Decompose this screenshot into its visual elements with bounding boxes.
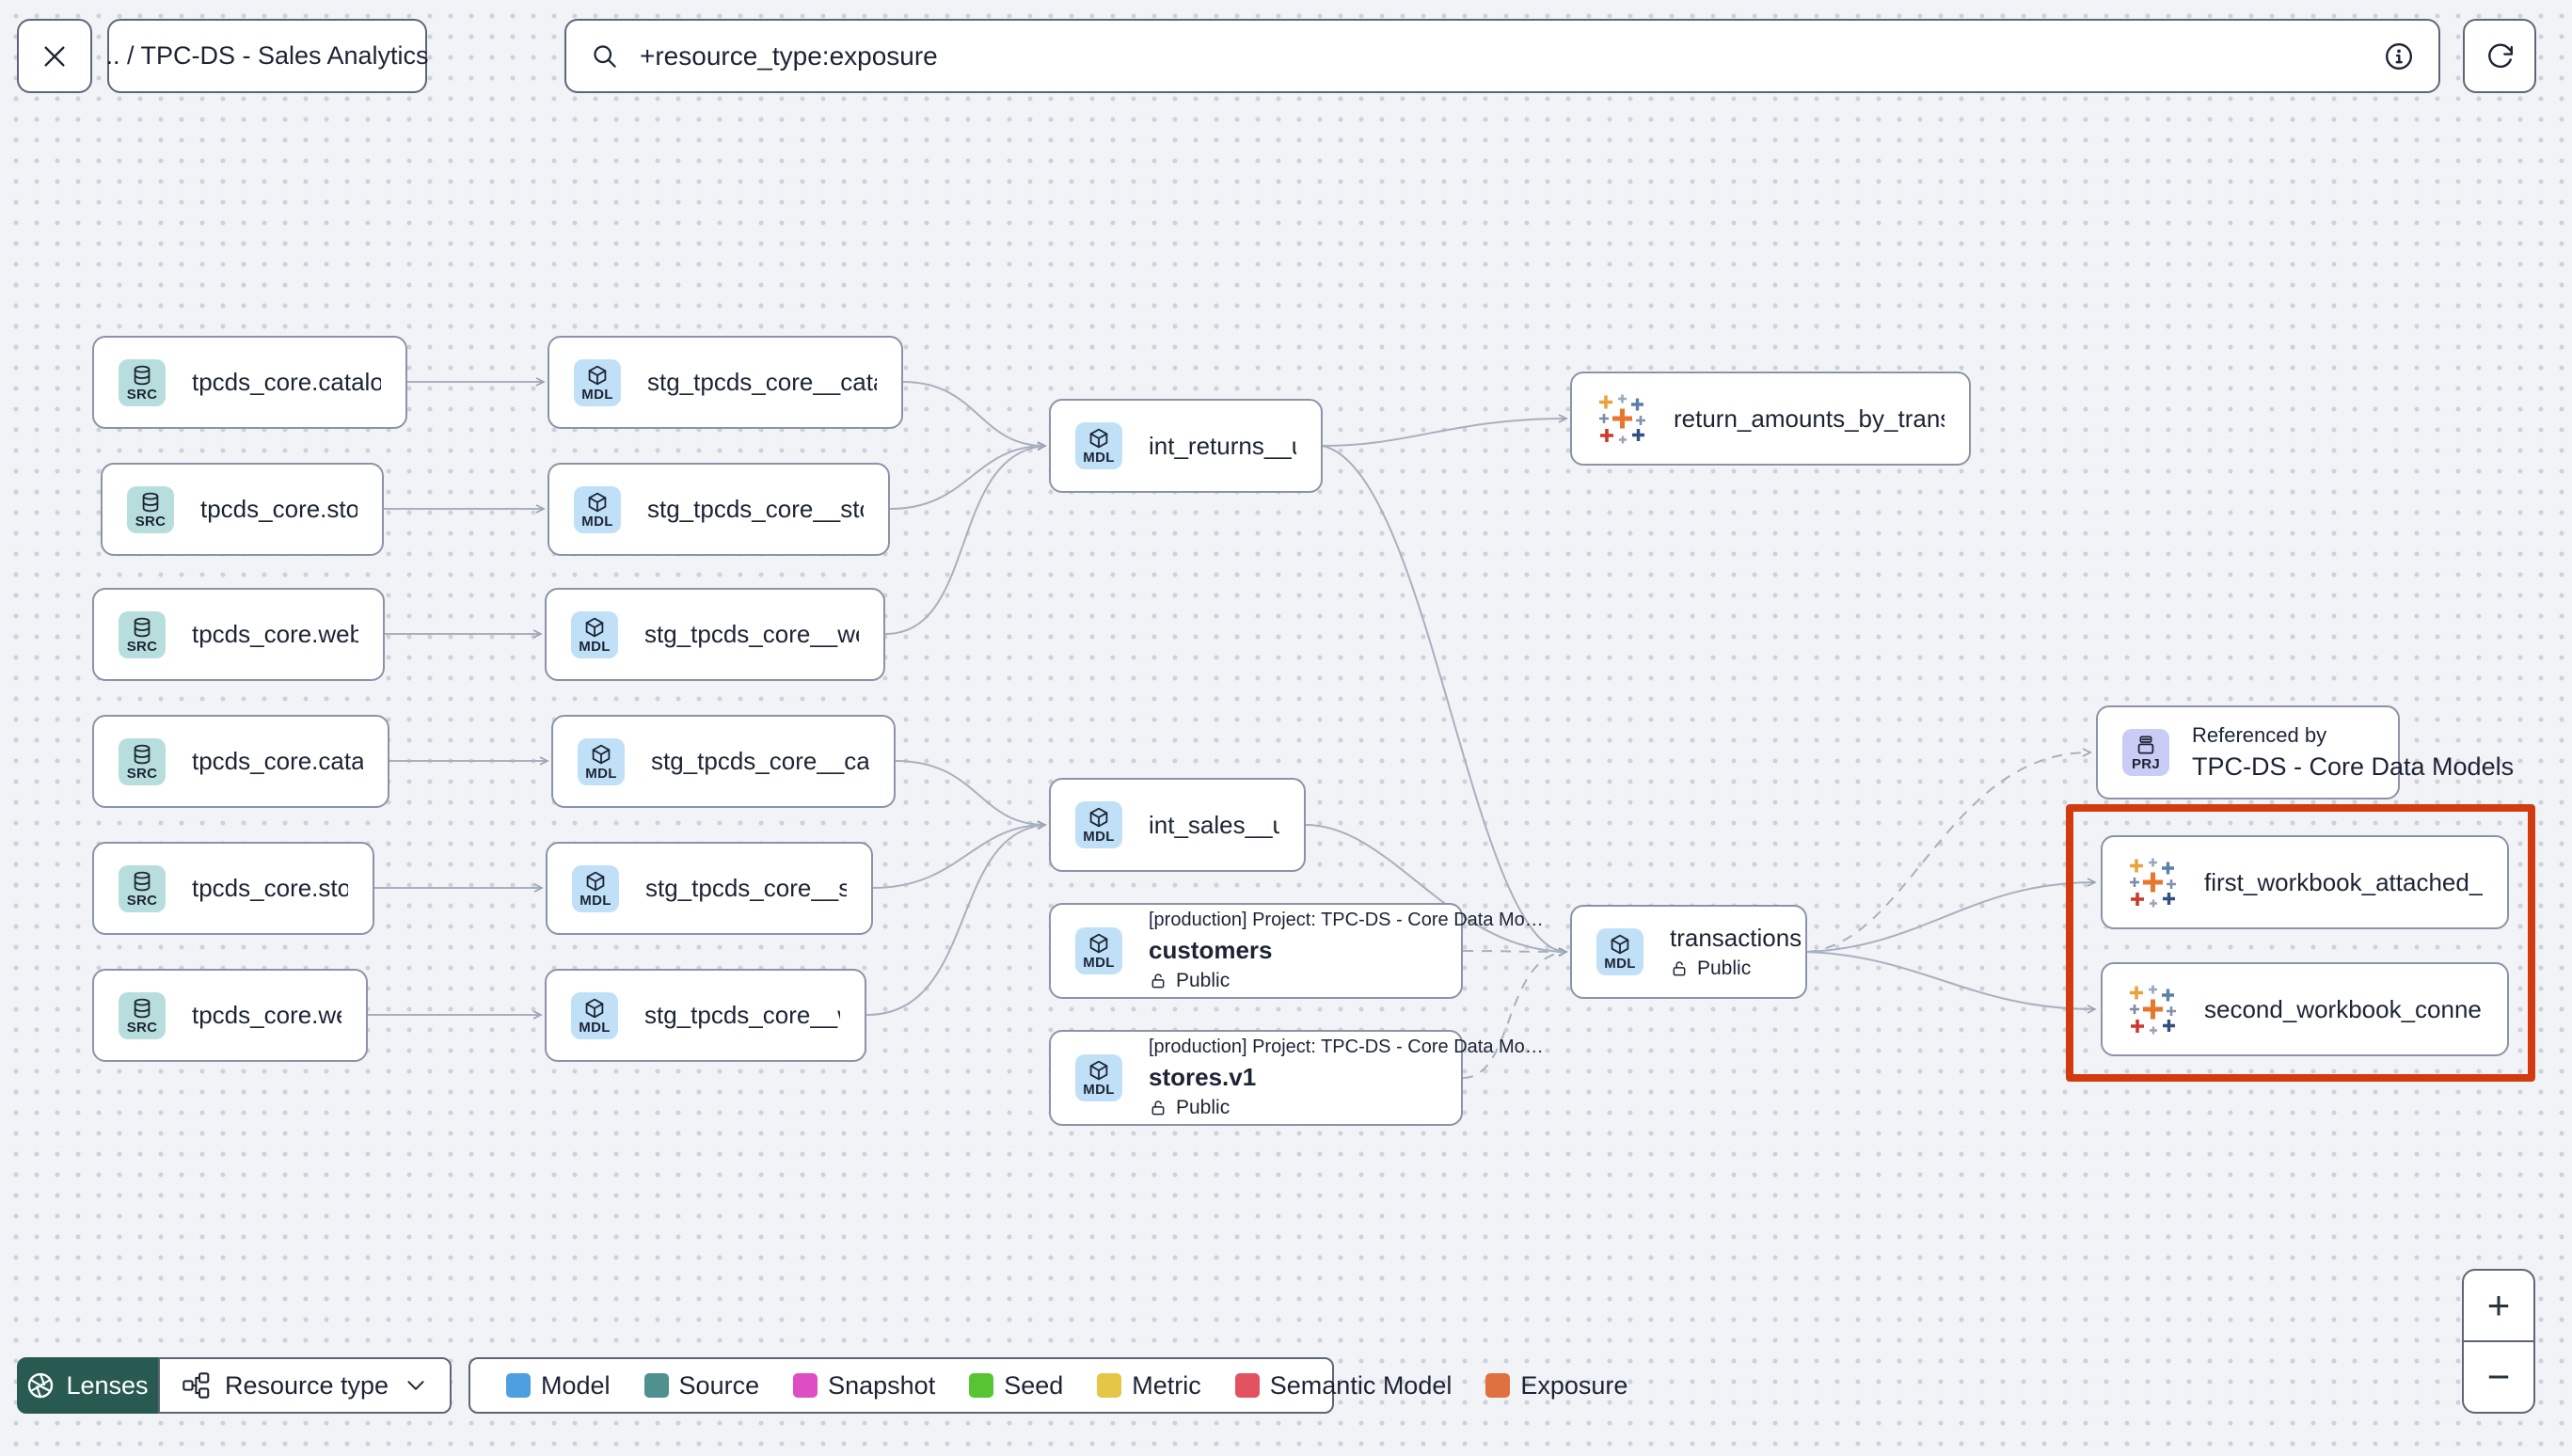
zoom-controls: + − [2462, 1269, 2535, 1414]
refresh-button[interactable] [2463, 19, 2536, 93]
node-stg_tpcds_core__catalog_returns[interactable]: MDL stg_tpcds_core__catalog_returns [548, 336, 903, 429]
snapshot-swatch [793, 1373, 818, 1398]
aperture-icon [26, 1371, 55, 1400]
node-stg_tpcds_core__catalog_sales[interactable]: MDL stg_tpcds_core__catalog_sales [551, 715, 896, 808]
node-int_sales__unioned[interactable]: MDL int_sales__unioned [1049, 778, 1306, 872]
node-stg_tpcds_core__store_sales[interactable]: MDL stg_tpcds_core__store_sales [546, 842, 873, 935]
node-transactions[interactable]: MDL transactions Public [1570, 905, 1807, 999]
source-icon: SRC [119, 864, 166, 912]
model-icon: MDL [1075, 422, 1122, 469]
exposure-swatch [1485, 1373, 1511, 1398]
legend-item-model: Model [506, 1371, 611, 1401]
model-icon: MDL [571, 610, 618, 658]
source-icon: SRC [127, 485, 174, 533]
node-int_returns__unioned[interactable]: MDL int_returns__unioned [1049, 399, 1323, 493]
node-first_workbook[interactable]: first_workbook_attached_to_tpc-ds_-_… [2101, 835, 2509, 929]
minus-icon: − [2486, 1354, 2511, 1399]
search-bar [564, 19, 2440, 93]
source-icon: SRC [119, 991, 166, 1039]
tableau-exposure-icon [2127, 984, 2178, 1035]
model-icon: MDL [574, 358, 621, 406]
seed-swatch [969, 1373, 994, 1398]
node-referenced-by-tpc-ds-core-data-models[interactable]: PRJ Referenced by TPC-DS - Core Data Mod… [2096, 705, 2514, 799]
node-tpcds_core-catalog_sales[interactable]: SRC tpcds_core.catalog_sales [92, 715, 389, 808]
model-icon: MDL [572, 864, 619, 912]
project-context-label: [production] Project: TPC-DS - Core Data… [1149, 1037, 1544, 1057]
node-return_amounts_by_transaction_type[interactable]: return_amounts_by_transaction_type [1570, 372, 1971, 466]
lenses-button[interactable]: Lenses [17, 1357, 158, 1414]
project-icon: PRJ [2122, 729, 2169, 776]
model-icon: MDL [1075, 927, 1122, 974]
visibility-badge: Public [1670, 957, 1781, 980]
node-stores-v1[interactable]: MDL [production] Project: TPC-DS - Core … [1049, 1030, 1544, 1126]
referenced-by-label: Referenced by [2192, 723, 2327, 747]
node-tpcds_core-web_sales[interactable]: SRC tpcds_core.web_sales [92, 969, 368, 1062]
source-swatch [643, 1373, 669, 1398]
project-context-label: [production] Project: TPC-DS - Core Data… [1149, 910, 1544, 930]
semantic-model-swatch [1234, 1373, 1260, 1398]
source-icon: SRC [119, 610, 166, 658]
node-tpcds_core-web_returns[interactable]: SRC tpcds_core.web_returns [92, 588, 385, 681]
legend: Model Source Snapshot Seed Metric Semant… [468, 1357, 1627, 1414]
source-icon: SRC [119, 358, 166, 406]
zoom-in-button[interactable]: + [2464, 1271, 2533, 1340]
resource-type-dropdown[interactable]: Resource type [158, 1357, 452, 1414]
tableau-exposure-icon [2127, 857, 2178, 908]
source-icon: SRC [119, 737, 166, 785]
legend-item-semantic-model: Semantic Model [1234, 1371, 1452, 1401]
node-tpcds_core-store_returns[interactable]: SRC tpcds_core.store_returns [101, 463, 384, 556]
node-stg_tpcds_core__store_returns[interactable]: MDL stg_tpcds_core__store_returns [548, 463, 890, 556]
model-icon: MDL [571, 991, 618, 1039]
model-icon: MDL [1075, 801, 1122, 848]
breadcrumb-label: .. / TPC-DS - Sales Analytics [105, 41, 429, 70]
visibility-badge: Public [1149, 1097, 1437, 1119]
visibility-badge: Public [1149, 970, 1437, 992]
model-icon: MDL [1596, 928, 1643, 975]
breadcrumb[interactable]: .. / TPC-DS - Sales Analytics [105, 19, 429, 93]
metric-swatch [1097, 1373, 1122, 1398]
plus-icon: + [2486, 1283, 2511, 1327]
legend-item-exposure: Exposure [1485, 1371, 1627, 1401]
legend-item-metric: Metric [1097, 1371, 1201, 1401]
close-button[interactable] [17, 19, 92, 93]
node-tpcds_core-catalog_returns[interactable]: SRC tpcds_core.catalog_returns [92, 336, 407, 429]
node-customers[interactable]: MDL [production] Project: TPC-DS - Core … [1049, 903, 1544, 999]
model-swatch [506, 1373, 531, 1398]
zoom-out-button[interactable]: − [2464, 1340, 2533, 1412]
node-stg_tpcds_core__web_returns[interactable]: MDL stg_tpcds_core__web_returns [545, 588, 885, 681]
model-icon: MDL [1075, 1054, 1122, 1101]
search-input[interactable] [638, 40, 2365, 72]
node-tpcds_core-store_sales[interactable]: SRC tpcds_core.store_sales [92, 842, 374, 935]
node-stg_tpcds_core__web_sales[interactable]: MDL stg_tpcds_core__web_sales [545, 969, 866, 1062]
model-icon: MDL [574, 485, 621, 533]
tableau-exposure-icon [1596, 393, 1647, 444]
legend-item-source: Source [643, 1371, 759, 1401]
legend-item-seed: Seed [969, 1371, 1063, 1401]
node-second_workbook[interactable]: second_workbook_connected_to_live… [2101, 962, 2509, 1056]
legend-item-snapshot: Snapshot [793, 1371, 935, 1401]
chevron-down-icon [404, 1373, 428, 1398]
model-icon: MDL [578, 737, 625, 785]
resource-type-icon [182, 1371, 210, 1400]
